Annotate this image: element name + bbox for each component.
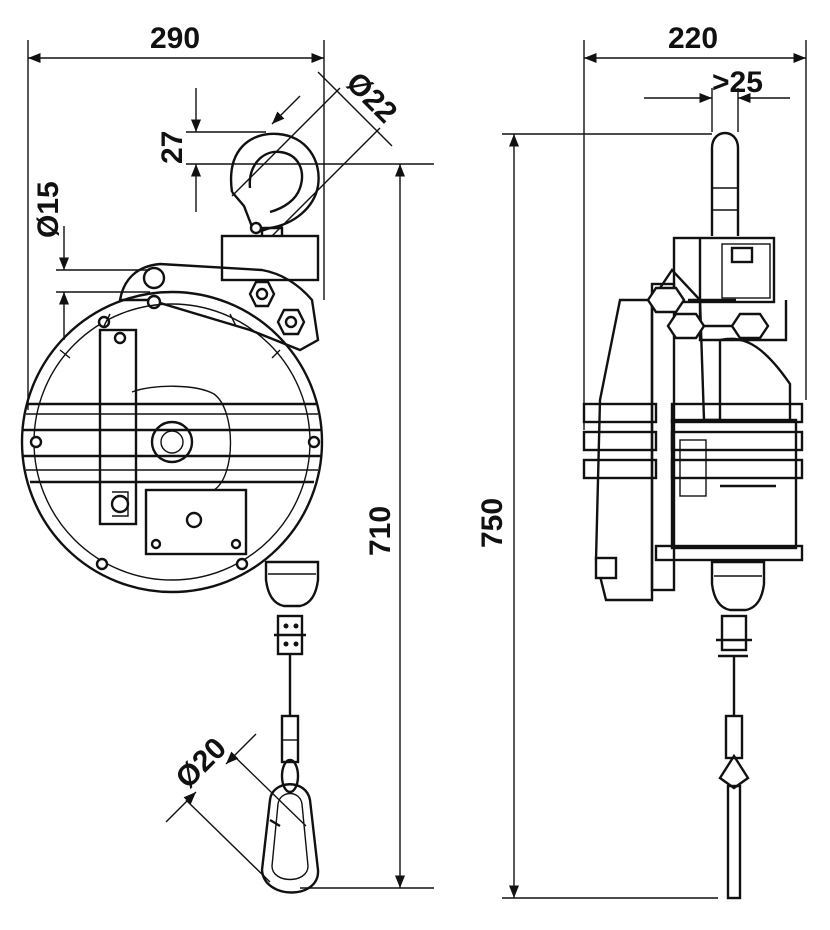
dim-width-side: 220 (668, 22, 718, 55)
dim-carabiner-diameter: Ø20 (170, 732, 233, 795)
dim-height-side: 750 (476, 498, 509, 548)
side-bracket (672, 236, 776, 304)
dim-clearance: >25 (712, 66, 763, 99)
front-drum-outer (20, 290, 324, 594)
front-cable-outlet (264, 560, 320, 608)
side-view (582, 131, 804, 900)
dim-shaft-diameter: Ø15 (32, 181, 65, 238)
side-hook (710, 131, 740, 236)
dim-hook-diameter: Ø22 (340, 66, 403, 129)
front-top-block (220, 234, 320, 282)
side-plate (650, 282, 676, 592)
dim-height-front: 710 (364, 506, 397, 556)
dim-width-front: 290 (150, 22, 200, 55)
front-center-hub (150, 420, 194, 464)
dim-hook-offset: 27 (156, 131, 189, 164)
side-cable-outlet (710, 560, 766, 612)
side-dimensions: 220 >25 750 (476, 22, 807, 899)
side-carabiner (718, 753, 750, 790)
front-lower-plate (144, 488, 248, 556)
front-carabiner (260, 783, 320, 894)
front-view (20, 132, 324, 894)
